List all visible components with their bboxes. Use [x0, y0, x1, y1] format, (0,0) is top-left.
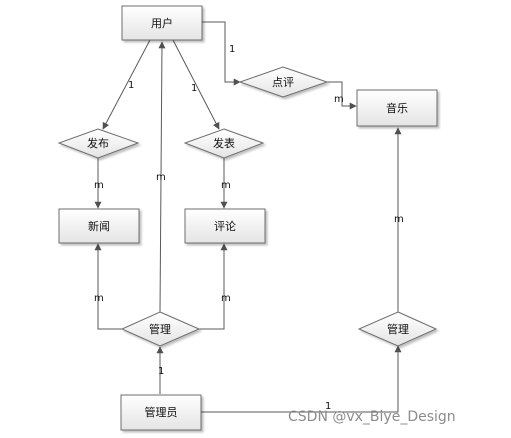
card-user-review: 1	[229, 44, 235, 55]
relationship-manage-right-label: 管理	[387, 322, 409, 336]
relationship-publish: 发布	[57, 128, 140, 159]
edge-user-review	[202, 21, 241, 86]
card-user-publish: 1	[128, 80, 134, 91]
cardinality-labels: 1 m 1 1 m m m m m 1 1 m	[94, 44, 404, 412]
edge-admin-manage-right	[200, 345, 402, 413]
entity-news-label: 新闻	[88, 219, 110, 233]
relationship-review: 点评	[238, 66, 329, 98]
card-manage-comment: m	[221, 293, 231, 304]
edge-manage-news	[94, 243, 122, 330]
entity-admin: 管理员	[120, 394, 202, 431]
relationship-manage-right: 管理	[357, 311, 438, 347]
relationship-manage-left-label: 管理	[149, 322, 171, 336]
edge-user-post	[172, 39, 220, 130]
relationship-review-label: 点评	[272, 76, 294, 89]
watermark-text: CSDN @vx_Biye_Design	[288, 409, 456, 425]
entity-user: 用户	[121, 5, 203, 41]
entity-music: 音乐	[356, 89, 438, 127]
edge-review-music	[327, 81, 357, 110]
entity-comment: 评论	[184, 208, 266, 244]
relationship-post-label: 发表	[213, 136, 235, 150]
card-manage-news: m	[94, 293, 104, 304]
edge-manage-user	[158, 41, 166, 313]
relationship-manage-left: 管理	[120, 311, 201, 347]
card-review-music: m	[334, 94, 344, 105]
relationship-publish-label: 发布	[87, 136, 109, 150]
card-post-comment: m	[221, 180, 231, 191]
connectors	[94, 21, 402, 413]
entity-admin-label: 管理员	[145, 405, 178, 419]
card-admin-manage-left: 1	[158, 366, 164, 377]
edge-manage-comment	[199, 243, 228, 330]
card-publish-news: m	[94, 180, 104, 191]
entity-music-label: 音乐	[386, 101, 408, 115]
relationship-post: 发表	[183, 128, 265, 159]
card-manage-music: m	[394, 214, 404, 225]
card-admin-manage-right: 1	[325, 401, 331, 412]
card-user-post: 1	[191, 83, 197, 94]
entity-news: 新闻	[58, 208, 140, 244]
entity-user-label: 用户	[151, 16, 173, 30]
entity-comment-label: 评论	[214, 219, 236, 233]
card-manage-user: m	[156, 172, 166, 183]
edge-user-publish	[102, 39, 151, 130]
